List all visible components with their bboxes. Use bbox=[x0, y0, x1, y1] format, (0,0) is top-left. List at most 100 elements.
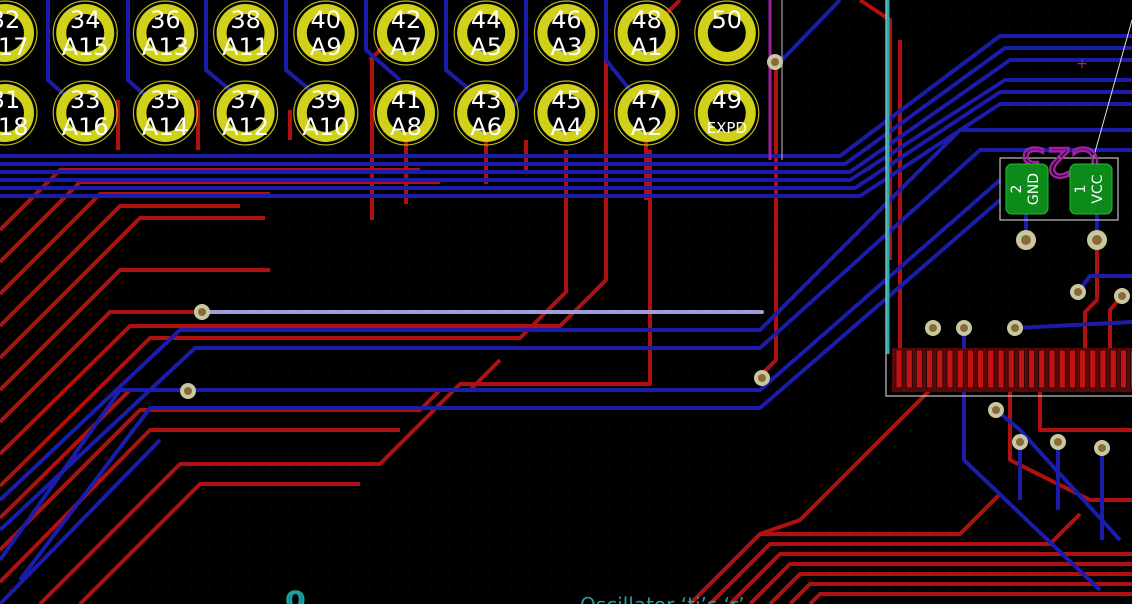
fine-pitch-pad[interactable] bbox=[936, 349, 944, 389]
back-trace bbox=[204, 0, 232, 92]
fine-pitch-pad[interactable] bbox=[895, 349, 903, 389]
connector-pad[interactable]: 50 bbox=[694, 0, 760, 66]
pad-net-name: A3 bbox=[551, 33, 583, 61]
back-trace bbox=[444, 0, 472, 92]
fine-pitch-pad[interactable] bbox=[1079, 349, 1086, 389]
fine-pitch-pad[interactable] bbox=[987, 349, 995, 389]
back-trace bbox=[0, 438, 162, 604]
via-hole bbox=[758, 374, 766, 382]
fine-pitch-pad[interactable] bbox=[1089, 349, 1097, 389]
pad-number: 33 bbox=[70, 86, 101, 114]
pad-net-name: A6 bbox=[470, 113, 502, 141]
pad-net-name: A18 bbox=[0, 113, 28, 141]
pad-ring bbox=[0, 0, 38, 66]
fine-pitch-pad[interactable] bbox=[967, 349, 974, 389]
pad-net-name: A17 bbox=[0, 33, 28, 61]
back-trace bbox=[604, 0, 632, 92]
front-trace bbox=[788, 582, 1132, 604]
pad-number-vcc: 1 bbox=[1073, 185, 1089, 194]
fine-pitch-pad[interactable] bbox=[1099, 349, 1107, 389]
pad-drill-hole bbox=[226, 14, 265, 52]
pad-ring bbox=[453, 80, 519, 146]
pad-number: 43 bbox=[471, 86, 502, 114]
pad-net-name: A7 bbox=[390, 33, 422, 61]
fine-pitch-footprint[interactable] bbox=[892, 348, 1132, 392]
pad-drill-hole bbox=[627, 94, 666, 132]
pad-drill-hole bbox=[226, 94, 265, 132]
fine-pitch-pad[interactable] bbox=[956, 349, 964, 389]
pad-ring bbox=[694, 80, 760, 146]
fine-pitch-pad[interactable] bbox=[1109, 349, 1117, 389]
via-hole bbox=[1118, 292, 1126, 300]
fine-pitch-pad[interactable] bbox=[1048, 349, 1056, 389]
front-trace bbox=[0, 310, 200, 424]
pad-drill-hole bbox=[467, 94, 506, 132]
fine-pitch-pad[interactable] bbox=[905, 349, 913, 389]
fine-pitch-pad[interactable] bbox=[1120, 349, 1127, 389]
pad-drill-hole bbox=[547, 94, 586, 132]
fine-pitch-pad[interactable] bbox=[1058, 349, 1066, 389]
pad-ring bbox=[213, 80, 279, 146]
pad-ring bbox=[0, 80, 38, 146]
pad-ring bbox=[293, 80, 359, 146]
front-trace bbox=[758, 62, 778, 378]
pad-net-name: A16 bbox=[62, 113, 109, 141]
back-trace bbox=[778, 0, 842, 64]
pad-ring bbox=[52, 80, 118, 146]
fine-pitch-pad[interactable] bbox=[997, 349, 1005, 389]
pad-number: 47 bbox=[631, 86, 662, 114]
pad-number: 41 bbox=[391, 86, 422, 114]
pad-drill-hole bbox=[707, 14, 746, 52]
pad-drill-hole bbox=[627, 14, 666, 52]
pad-drill-hole bbox=[387, 94, 425, 132]
smd-pad-gnd[interactable] bbox=[1005, 163, 1049, 215]
fine-pitch-pad[interactable] bbox=[1069, 349, 1076, 389]
pad-number: 31 bbox=[0, 86, 20, 114]
capacitor-c23[interactable]: C23 + 2 GND 1 VCC bbox=[999, 56, 1119, 221]
connector-pad[interactable]: 32A17 bbox=[0, 0, 38, 66]
connector-pad[interactable]: 31A18 bbox=[0, 80, 38, 146]
back-trace bbox=[126, 0, 152, 102]
fine-pitch-pad[interactable] bbox=[1130, 349, 1132, 389]
front-trace bbox=[0, 216, 265, 360]
smd-pad-vcc[interactable] bbox=[1069, 163, 1113, 215]
fine-pitch-pad[interactable] bbox=[946, 349, 954, 389]
front-trace bbox=[0, 150, 568, 488]
front-trace bbox=[808, 592, 1132, 604]
fine-pitch-pad[interactable] bbox=[1028, 349, 1035, 389]
fine-pitch-pad[interactable] bbox=[926, 349, 933, 389]
pad-net-gnd: GND bbox=[1026, 173, 1042, 205]
back-trace bbox=[46, 0, 72, 102]
pad-drill-hole bbox=[306, 94, 345, 132]
fine-pitch-pad[interactable] bbox=[916, 349, 923, 389]
fine-pitch-pad[interactable] bbox=[1018, 349, 1025, 389]
pad-number-gnd: 2 bbox=[1009, 185, 1025, 194]
pad-net-name: EXPD bbox=[707, 119, 747, 137]
fine-pitch-pad[interactable] bbox=[1007, 349, 1015, 389]
via-hole bbox=[184, 387, 192, 395]
fine-pitch-pad[interactable] bbox=[977, 349, 984, 389]
via-hole bbox=[960, 324, 968, 332]
fine-pitch-pad[interactable] bbox=[1038, 349, 1046, 389]
connector-footprint[interactable]: 32A17 34A1536A1338A1140A942A744A546A348A1… bbox=[0, 0, 760, 146]
via-hole bbox=[1074, 288, 1082, 296]
